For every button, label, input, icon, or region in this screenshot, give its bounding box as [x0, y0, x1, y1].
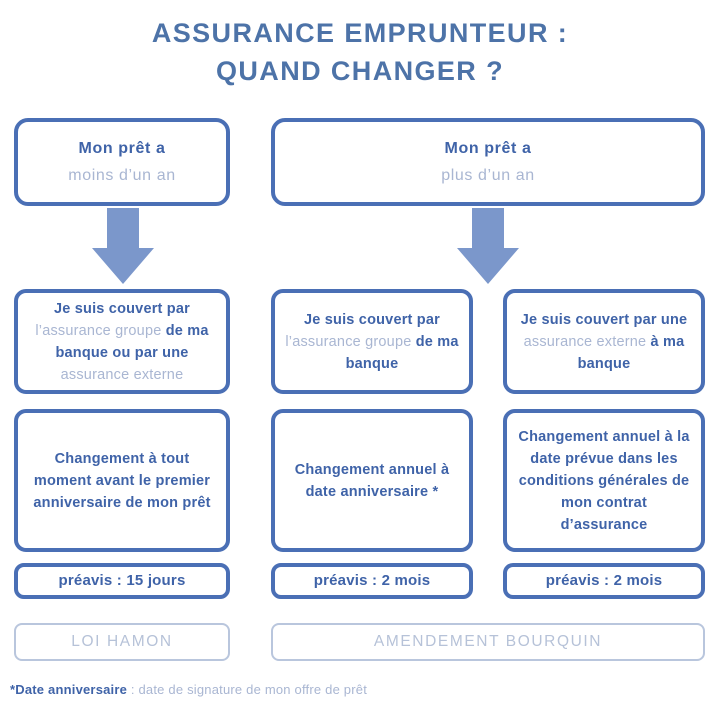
law-strip-hamon: LOI HAMON — [14, 623, 230, 661]
preavis-strip-left: préavis : 15 jours — [14, 563, 230, 599]
footnote-strong: *Date anniversaire — [10, 682, 128, 697]
preavis-right-label: préavis : 2 mois — [545, 572, 663, 589]
law-hamon-label: LOI HAMON — [71, 633, 173, 650]
preavis-strip-far-right: préavis : 2 mois — [503, 563, 705, 599]
preavis-mid-label: préavis : 2 mois — [313, 572, 431, 589]
coverage-left-seg4: assurance externe — [60, 366, 184, 383]
change-card-far-right: Changement annuel à la date prévue dans … — [503, 409, 705, 552]
coverage-card-far-right: Je suis couvert par une assurance extern… — [503, 289, 705, 394]
coverage-mid-seg3: de ma banque — [345, 333, 459, 372]
preavis-left-label: préavis : 15 jours — [58, 572, 186, 589]
arrow-down-right — [457, 208, 519, 284]
law-strip-bourquin: AMENDEMENT BOURQUIN — [271, 623, 705, 661]
law-bourquin-label: AMENDEMENT BOURQUIN — [373, 633, 603, 650]
coverage-card-left: Je suis couvert par l’assurance groupe d… — [14, 289, 230, 394]
coverage-right-seg1: Je suis couvert par une — [520, 311, 688, 328]
head-left-light: moins d’un an — [68, 167, 176, 184]
change-card-mid: Changement annuel à date anniversaire * — [271, 409, 473, 552]
coverage-left-seg3: de ma banque ou par une — [55, 322, 209, 361]
change-left-text: Changement à tout moment avant le premie… — [33, 450, 211, 511]
arrow-down-left — [92, 208, 154, 284]
coverage-mid-seg1: Je suis couvert par — [304, 311, 440, 328]
title-line-1: ASSURANCE EMPRUNTEUR : — [151, 18, 569, 48]
preavis-strip-mid: préavis : 2 mois — [271, 563, 473, 599]
head-right-strong: Mon prêt a — [444, 140, 532, 157]
coverage-mid-seg2: l’assurance groupe — [285, 333, 416, 350]
change-card-left: Changement à tout moment avant le premie… — [14, 409, 230, 552]
head-card-right: Mon prêt a plus d’un an — [271, 118, 705, 206]
change-right-text: Changement annuel à la date prévue dans … — [518, 428, 690, 533]
footnote-rest: : date de signature de mon offre de prêt — [127, 682, 368, 697]
footnote: *Date anniversaire : date de signature d… — [10, 682, 367, 697]
coverage-right-seg3: à ma banque — [577, 333, 685, 372]
coverage-right-seg2: assurance externe — [523, 333, 651, 350]
coverage-left-seg2: l’assurance groupe — [35, 322, 166, 339]
page-title: ASSURANCE EMPRUNTEUR : QUAND CHANGER ? — [0, 14, 720, 90]
head-card-left: Mon prêt a moins d’un an — [14, 118, 230, 206]
title-line-2: QUAND CHANGER ? — [216, 56, 504, 86]
head-right-light: plus d’un an — [441, 167, 535, 184]
coverage-card-mid: Je suis couvert par l’assurance groupe d… — [271, 289, 473, 394]
head-left-strong: Mon prêt a — [78, 140, 166, 157]
coverage-left-seg1: Je suis couvert par — [54, 300, 190, 317]
change-mid-text: Changement annuel à date anniversaire * — [294, 461, 450, 500]
